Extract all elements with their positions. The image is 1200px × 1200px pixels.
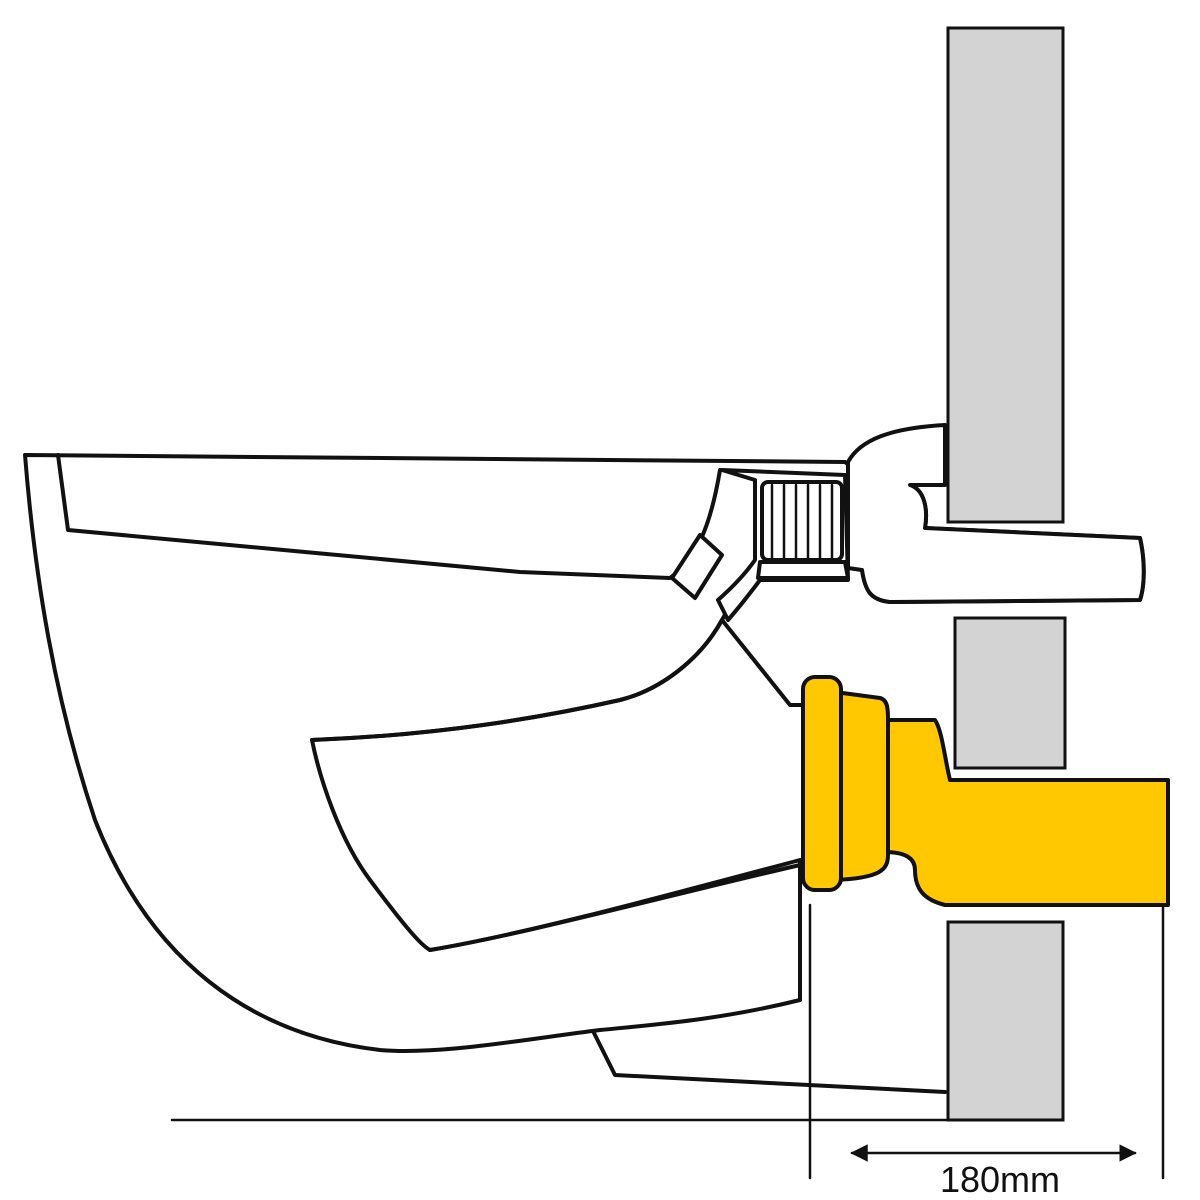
bowl-flap <box>670 533 724 600</box>
wall-upper-section <box>946 26 1065 524</box>
wall <box>946 26 1067 1122</box>
wall-middle-section <box>953 616 1067 770</box>
dimension-label: 180mm <box>940 1159 1060 1200</box>
wall-lower-section <box>946 920 1065 1122</box>
bowl-inner-basin <box>310 618 724 742</box>
connector-flange <box>801 675 843 892</box>
nipple-base-plate <box>756 560 850 580</box>
bowl-support-bracket <box>583 1013 947 1094</box>
waste-pan-connector <box>801 675 1170 907</box>
flush-inlet-connector <box>716 468 850 622</box>
bowl-trapway <box>428 863 802 952</box>
connector-step-collar <box>833 690 890 882</box>
bowl-outlet-upper <box>720 618 807 707</box>
connector-outlet-pipe <box>878 718 1170 907</box>
ribbed-nipple <box>760 480 844 562</box>
flush-pipe <box>846 423 1146 604</box>
